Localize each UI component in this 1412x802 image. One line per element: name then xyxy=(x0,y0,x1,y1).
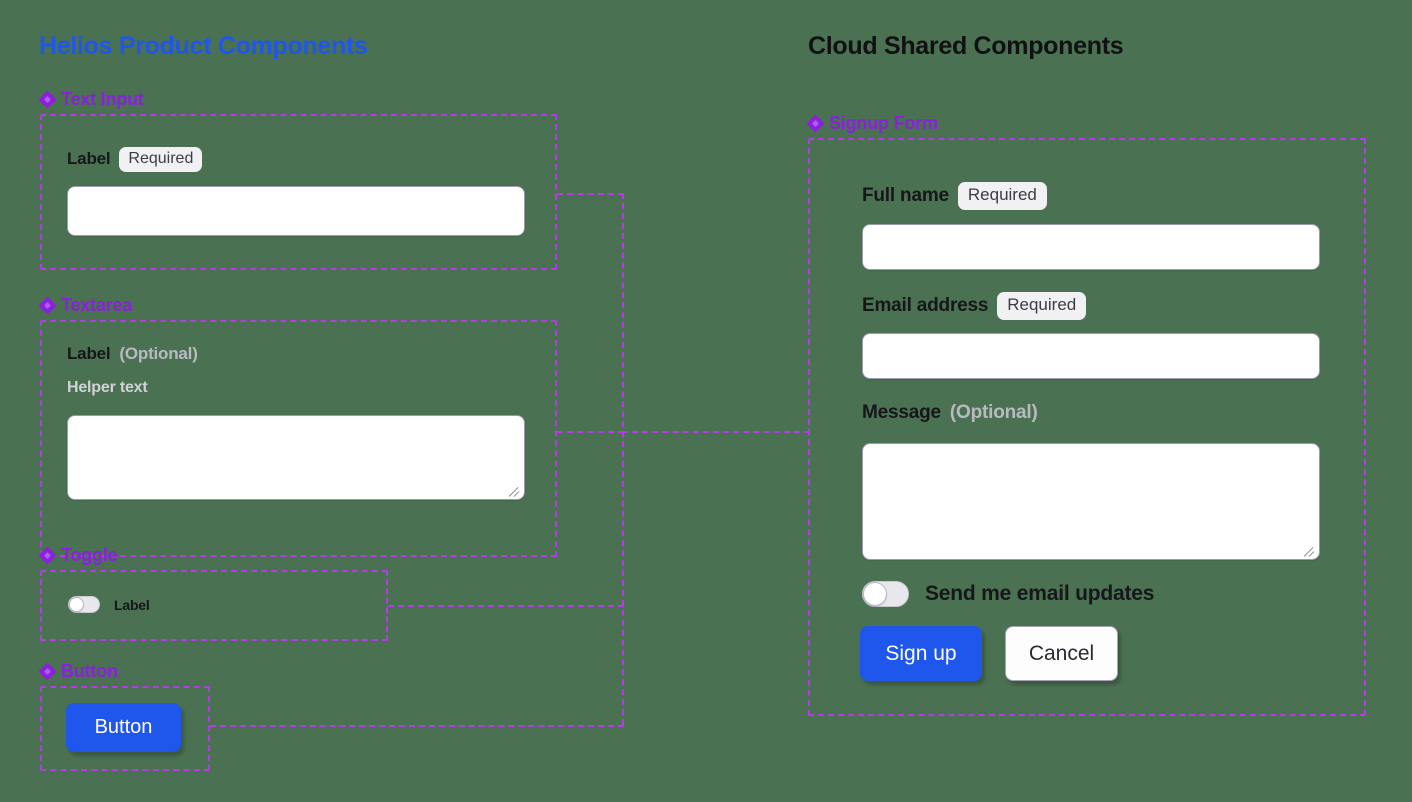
status-badge-required: Required xyxy=(119,147,203,172)
field-label: Full name xyxy=(862,184,949,206)
status-badge-required: Required xyxy=(957,182,1047,210)
section-label-text: Textarea xyxy=(61,295,133,315)
toggle-knob xyxy=(69,597,84,612)
optional-marker: (Optional) xyxy=(119,344,198,363)
toggle-label: Send me email updates xyxy=(925,582,1155,605)
email-address-field[interactable] xyxy=(862,333,1320,379)
section-label-signup-form: Signup Form xyxy=(806,113,938,134)
connector-textarea-horizontal xyxy=(557,431,624,433)
diamond-icon xyxy=(806,114,825,133)
page-title-left-column: Helios Product Components xyxy=(39,32,368,60)
toggle-knob xyxy=(863,582,887,606)
helper-text: Helper text xyxy=(67,379,148,396)
toggle-row-email-updates[interactable]: Send me email updates xyxy=(862,581,1154,607)
field-label: Email address xyxy=(862,294,989,316)
toggle-label: Label xyxy=(114,596,150,613)
field-label: Label xyxy=(67,344,111,363)
toggle-switch[interactable] xyxy=(862,581,909,607)
field-label: Message xyxy=(862,402,941,423)
connector-toggle-horizontal xyxy=(388,605,624,607)
connector-to-signup-form xyxy=(622,431,810,433)
section-label-textarea: Textarea xyxy=(38,295,133,316)
field-label-row-email-address: Email address Required xyxy=(862,292,1087,320)
group-frame-signup-form xyxy=(808,138,1366,716)
connector-button-horizontal xyxy=(210,725,624,727)
section-label-text-input: Text Input xyxy=(38,89,144,110)
diamond-icon xyxy=(38,90,57,109)
field-label-row-message: Message (Optional) xyxy=(862,402,1038,424)
diamond-icon xyxy=(38,296,57,315)
group-frame-text-input xyxy=(40,114,557,270)
status-badge-required: Required xyxy=(997,292,1087,320)
demo-button[interactable]: Button xyxy=(66,703,181,752)
toggle-row-small[interactable]: Label xyxy=(68,596,150,613)
field-label-row-textarea: Label (Optional) xyxy=(67,344,198,364)
section-label-toggle: Toggle xyxy=(38,545,118,566)
section-label-text: Signup Form xyxy=(829,113,938,133)
optional-marker: (Optional) xyxy=(949,402,1038,423)
diamond-icon xyxy=(38,662,57,681)
full-name-field[interactable] xyxy=(862,224,1320,270)
connector-text-input-horizontal xyxy=(557,193,624,195)
group-frame-toggle xyxy=(40,570,388,641)
diamond-icon xyxy=(38,546,57,565)
section-label-text: Text Input xyxy=(61,89,144,109)
toggle-switch[interactable] xyxy=(68,596,100,613)
section-label-text: Button xyxy=(61,661,118,681)
page-title-right-column: Cloud Shared Components xyxy=(808,32,1124,60)
section-label-text: Toggle xyxy=(61,545,118,565)
field-label-row-text-input: Label Required xyxy=(67,147,203,172)
connector-trunk-vertical xyxy=(622,193,624,725)
section-label-button: Button xyxy=(38,661,118,682)
field-label-row-full-name: Full name Required xyxy=(862,182,1047,210)
group-frame-button xyxy=(40,686,210,771)
sign-up-button[interactable]: Sign up xyxy=(860,626,982,681)
textarea-field[interactable] xyxy=(67,415,525,500)
group-frame-textarea xyxy=(40,320,557,557)
cancel-button[interactable]: Cancel xyxy=(1005,626,1118,681)
field-label: Label xyxy=(67,149,111,169)
text-input-field[interactable] xyxy=(67,186,525,236)
message-field[interactable] xyxy=(862,443,1320,560)
